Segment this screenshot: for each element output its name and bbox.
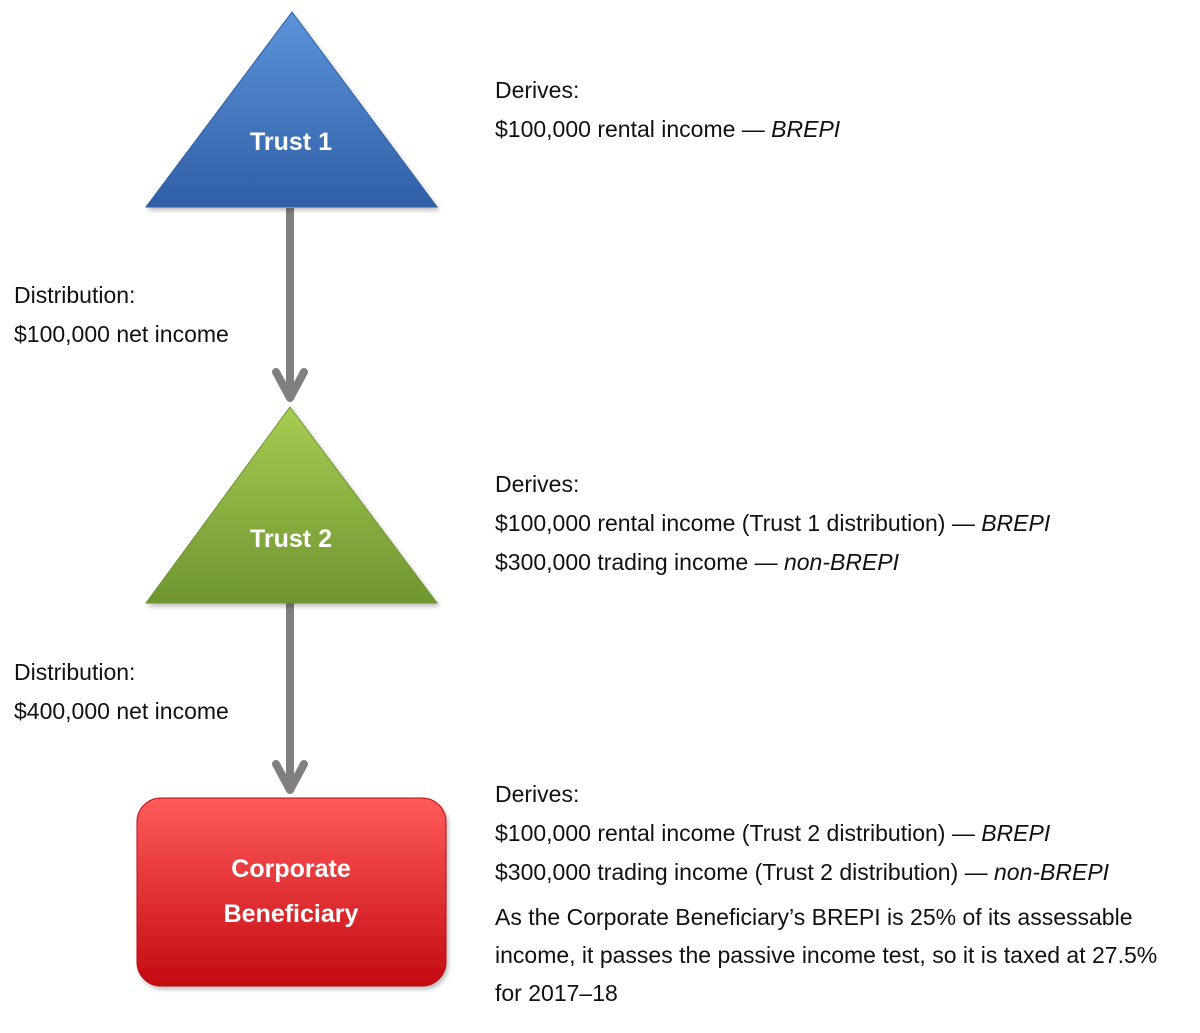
trust1-derives-text: Derives: $100,000 rental income — BREPI [495, 71, 840, 149]
income-tag: non-BREPI [783, 549, 900, 575]
trust2-derives-heading: Derives: [495, 471, 580, 497]
corporate-label-line2: Beneficiary [224, 900, 359, 928]
distribution-1-heading: Distribution: [14, 282, 136, 308]
distribution-2-text: Distribution: $400,000 net income [14, 653, 229, 731]
trust1-label: Trust 1 [250, 128, 332, 156]
distribution-2-amount: $400,000 net income [14, 698, 229, 724]
corporate-derives-line-1: $100,000 rental income (Trust 2 distribu… [495, 820, 1051, 846]
distribution-1-text: Distribution: $100,000 net income [14, 276, 229, 354]
arrow-trust2-to-corporate [272, 600, 308, 794]
corporate-derives-text: Derives: $100,000 rental income (Trust 2… [495, 775, 1185, 1012]
corporate-beneficiary-node: Corporate Beneficiary [136, 797, 447, 987]
corporate-derives-line-2: $300,000 trading income (Trust 2 distrib… [495, 859, 1110, 885]
income-tag: BREPI [981, 820, 1051, 846]
income-tag: non-BREPI [994, 859, 1110, 885]
corporate-derives-heading: Derives: [495, 781, 580, 807]
trust1-derives-heading: Derives: [495, 77, 580, 103]
corporate-conclusion: As the Corporate Beneficiary’s BREPI is … [495, 904, 1158, 1006]
distribution-2-heading: Distribution: [14, 659, 136, 685]
corporate-label-line1: Corporate [231, 855, 351, 883]
trust2-derives-line-2: $300,000 trading income — non-BREPI [495, 549, 900, 575]
trust2-derives-text: Derives: $100,000 rental income (Trust 1… [495, 465, 1050, 582]
distribution-1-amount: $100,000 net income [14, 321, 229, 347]
income-tag: BREPI [981, 510, 1051, 536]
trust1-derives-line-1: $100,000 rental income — BREPI [495, 116, 841, 142]
trust2-node: Trust 2 [145, 406, 438, 604]
trust2-label: Trust 2 [250, 525, 332, 553]
arrow-trust1-to-trust2 [272, 208, 308, 402]
trust1-node: Trust 1 [145, 11, 438, 208]
trust2-derives-line-1: $100,000 rental income (Trust 1 distribu… [495, 510, 1051, 536]
income-tag: BREPI [771, 116, 841, 142]
